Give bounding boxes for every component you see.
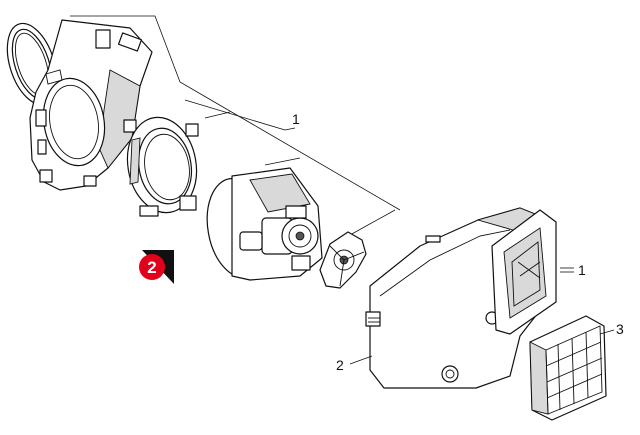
callout-1-right: 1 <box>578 262 586 278</box>
step-badge-number: 2 <box>147 258 156 277</box>
seal-ring <box>6 22 58 106</box>
callout-2: 2 <box>336 357 344 373</box>
step-badge: 2 <box>139 250 174 284</box>
callout-1-top: 1 <box>292 111 300 127</box>
filter-holder <box>491 209 557 335</box>
callout-leaders <box>349 267 615 365</box>
step-badge-circle <box>139 254 165 280</box>
assembly-bracket-lines <box>70 15 401 236</box>
fan-impeller <box>319 231 367 289</box>
filter-grid <box>529 315 607 421</box>
clamp-ring <box>126 116 199 217</box>
housing-frame <box>29 19 153 191</box>
motor-unit <box>206 167 323 281</box>
callout-3: 3 <box>616 321 624 337</box>
